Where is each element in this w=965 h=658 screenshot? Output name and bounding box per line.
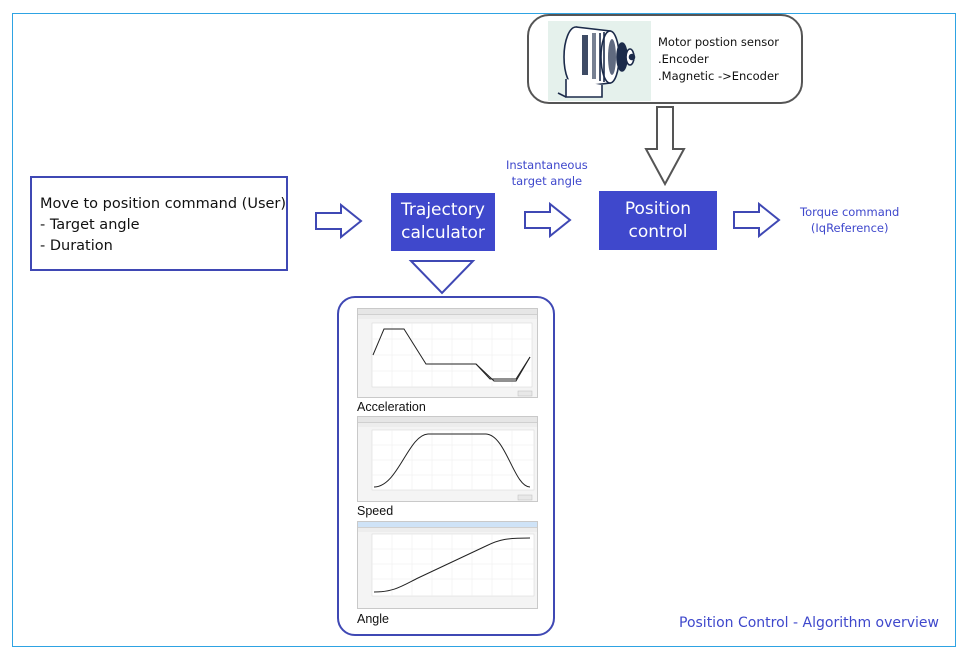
move-command-box: Move to position command (User) - Target… — [30, 176, 288, 271]
command-line: - Duration — [40, 238, 113, 254]
block-label: Position — [624, 198, 692, 219]
command-line: Move to position command (User) — [40, 196, 287, 212]
label-line: Instantaneous — [506, 158, 588, 172]
speed-curve — [373, 433, 531, 488]
sensor-line: .Encoder — [658, 52, 709, 66]
sensor-line: .Magnetic ->Encoder — [658, 69, 779, 83]
block-label: calculator — [401, 223, 485, 243]
motor-sensor-box: Motor postion sensor .Encoder .Magnetic … — [527, 14, 803, 104]
acceleration-curve — [372, 328, 531, 380]
label-line: target angle — [511, 174, 583, 188]
angle-curve — [373, 537, 531, 593]
label-line: (IqReference) — [810, 221, 889, 235]
trajectory-plots-panel: Acceleration Speed — [337, 296, 555, 636]
torque-command-label: Torque command (IqReference) — [800, 204, 899, 236]
position-control-block: Position control — [599, 191, 717, 250]
block-label: control — [628, 221, 688, 242]
instantaneous-target-label: Instantaneous target angle — [506, 157, 588, 189]
diagram-frame — [12, 13, 956, 647]
label-line: Torque command — [800, 205, 900, 219]
motor-icon — [548, 21, 651, 101]
arrow-command-to-trajectory — [315, 202, 363, 240]
block-label: Trajectory — [401, 200, 485, 220]
acceleration-plot-window — [357, 308, 538, 398]
arrow-position-to-torque — [733, 201, 781, 239]
sensor-line: Motor postion sensor — [658, 35, 780, 49]
speed-plot-window — [357, 416, 538, 502]
trajectory-calculator-block: Trajectory calculator — [391, 193, 495, 251]
arrow-trajectory-to-position — [524, 201, 572, 239]
arrow-sensor-to-position — [644, 106, 686, 187]
angle-plot-window — [357, 521, 538, 609]
plot-label-speed: Speed — [357, 504, 394, 518]
diagram-title: Position Control - Algorithm overview — [679, 615, 939, 631]
arrow-trajectory-to-plots — [408, 260, 476, 295]
plot-label-angle: Angle — [357, 612, 389, 626]
command-line: - Target angle — [40, 217, 140, 233]
plot-label-acceleration: Acceleration — [357, 400, 426, 414]
